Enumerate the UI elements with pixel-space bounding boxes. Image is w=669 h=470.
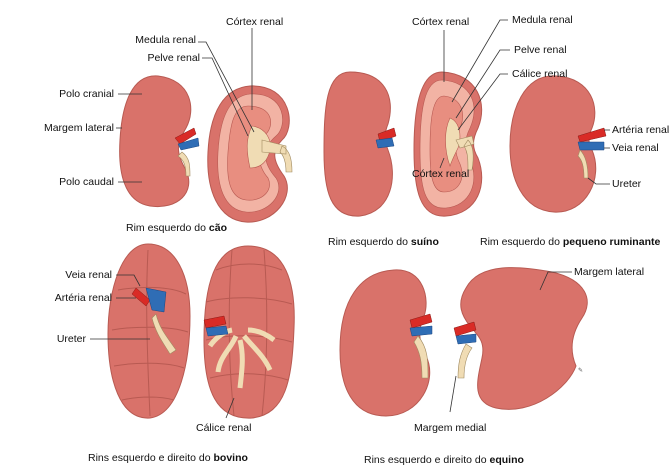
label-arteria-renal-bovine: Artéria renal (4, 292, 112, 304)
small-ruminant-kidney (510, 76, 606, 212)
label-veia-renal-bovine: Veia renal (4, 269, 112, 281)
caption-pig-prefix: Rim esquerdo do (328, 236, 411, 248)
caption-bovine-prefix: Rins esquerdo e direito do (88, 452, 214, 464)
label-polo-caudal: Polo caudal (10, 176, 114, 188)
label-calice-renal-bovine: Cálice renal (196, 422, 251, 434)
caption-ruminant-prefix: Rim esquerdo do (480, 236, 563, 248)
caption-dog-species: cão (209, 222, 227, 234)
bovine-kidney-external (108, 244, 190, 418)
label-cortex-renal-pig-inner: Córtex renal (412, 168, 469, 180)
label-calice-renal-pig: Cálice renal (512, 68, 567, 80)
label-arteria-renal-ruminant: Artéria renal (612, 124, 669, 136)
caption-dog: Rim esquerdo do cão (126, 222, 227, 234)
caption-ruminant-species: pequeno ruminante (563, 236, 660, 248)
label-cortex-renal-pig: Córtex renal (412, 16, 469, 28)
label-margem-lateral: Margem lateral (4, 122, 114, 134)
label-cortex-renal: Córtex renal (226, 16, 283, 28)
artist-signature: ✎ (578, 367, 583, 374)
dog-kidney-external (120, 76, 199, 207)
bovine-kidney-section (204, 246, 294, 418)
dog-kidney-section (208, 86, 292, 222)
caption-bovine-species: bovino (214, 452, 248, 464)
label-polo-cranial: Polo cranial (10, 88, 114, 100)
caption-equine: Rins esquerdo e direito do equino (364, 454, 524, 466)
caption-pig: Rim esquerdo do suíno (328, 236, 439, 248)
label-pelve-renal: Pelve renal (104, 52, 200, 64)
label-ureter-bovine: Ureter (4, 333, 86, 345)
caption-small-ruminant: Rim esquerdo do pequeno ruminante (480, 236, 660, 248)
label-medula-renal-pig: Medula renal (512, 14, 573, 26)
caption-dog-prefix: Rim esquerdo do (126, 222, 209, 234)
label-ureter-ruminant: Ureter (612, 178, 641, 190)
label-pelve-renal-pig: Pelve renal (514, 44, 567, 56)
caption-pig-species: suíno (411, 236, 439, 248)
caption-equine-prefix: Rins esquerdo e direito do (364, 454, 490, 466)
equine-right-kidney (454, 268, 587, 410)
label-veia-renal-ruminant: Veia renal (612, 142, 659, 154)
caption-equine-species: equino (490, 454, 524, 466)
equine-left-kidney (340, 270, 432, 416)
label-margem-medial-equine: Margem medial (414, 422, 486, 434)
caption-bovine: Rins esquerdo e direito do bovino (88, 452, 248, 464)
pig-kidney-external (324, 72, 396, 216)
label-medula-renal: Medula renal (100, 34, 196, 46)
label-margem-lateral-equine: Margem lateral (574, 266, 644, 278)
